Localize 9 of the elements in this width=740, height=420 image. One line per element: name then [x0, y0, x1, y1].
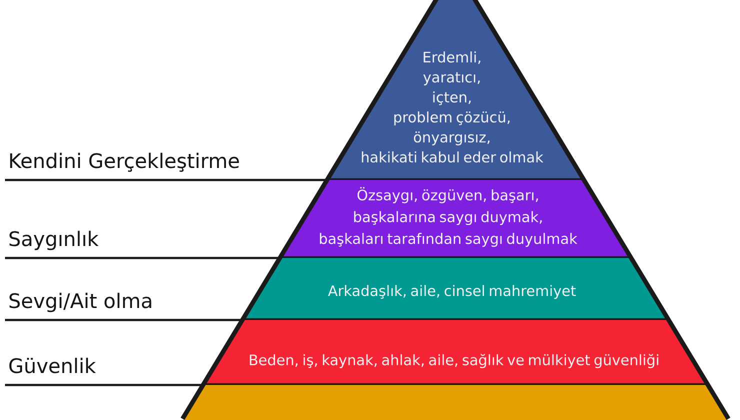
level-label: Saygınlık — [10, 230, 99, 250]
level-label: Güvenlik — [9, 358, 96, 374]
pyramid-band: Arkadaşlık, aile, cinsel mahremiyet — [244, 258, 666, 322]
pyramid-band — [184, 384, 727, 420]
level-label: Sevgi/Ait olma — [10, 292, 152, 312]
level-label: Kendini Gerçekleştirme — [10, 152, 239, 172]
pyramid-band: Özsaygı, özgüven, başarı, başkalarına saygı duymak, başkaları tarafından saygı duyulmak — [282, 180, 629, 260]
pyramid-band: Erdemli, yaratıcı, içten, problem çözücü, önyargısız, hakikati kabul eder olmak — [330, 0, 582, 182]
pyramid-band: Beden, iş, kaynak, ahlak, aile, sağlık ve mülkiyet güvenliği — [206, 320, 706, 387]
